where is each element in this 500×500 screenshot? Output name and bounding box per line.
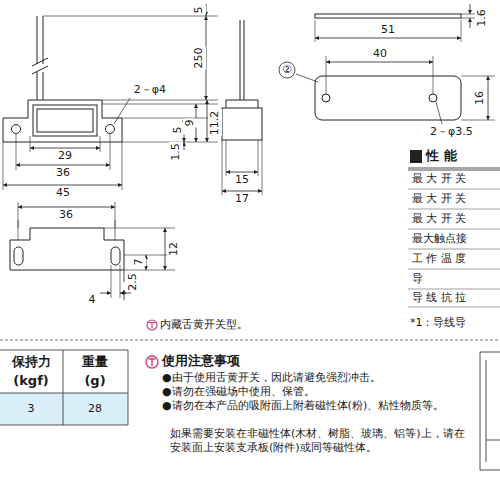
spec-row: 最大触点接 <box>412 232 467 246</box>
break-mark <box>32 58 48 74</box>
spec-row: 最 大 开 关 <box>412 172 467 186</box>
dimension-label: 2－φ3.5 <box>430 125 473 139</box>
dimension-label: 45 <box>55 186 71 200</box>
note-icon <box>146 320 158 368</box>
spec-row: 最 大 开 关 <box>412 212 467 226</box>
mount-slot <box>111 247 120 265</box>
spec-row: 导 线 抗 拉 <box>412 291 467 305</box>
mount-slot <box>14 247 23 265</box>
side-view <box>222 108 262 140</box>
mount-hole <box>106 125 115 134</box>
dimension-label: 内藏舌黄开关型。 <box>160 318 248 332</box>
spec-row: 最 大 开 关 <box>412 192 467 206</box>
dimension-label: 9 <box>183 119 197 128</box>
dimension-label: ② <box>282 63 292 77</box>
side-view <box>226 100 258 108</box>
dimension-label: 17 <box>234 192 250 206</box>
dimension-label: 使用注意事项 <box>162 354 240 368</box>
mount-hole <box>12 125 21 134</box>
spec-row: 导 <box>412 272 423 286</box>
dimension-label: 29 <box>57 149 73 163</box>
dimension-label: 1.5 <box>169 142 183 162</box>
dimension-label: 7 <box>132 258 146 267</box>
dimension-label: 40 <box>372 47 388 61</box>
spec-row: 性 能 <box>426 149 457 163</box>
dimension-label: 15 <box>234 173 250 187</box>
bottom-view <box>10 228 124 270</box>
usage-note: ●由于使用舌黄开关，因此请避免强烈冲击。 <box>162 371 381 385</box>
dimension-label: 5 <box>192 6 206 15</box>
table-cell: (g) <box>84 374 105 388</box>
dimension-label: 4 <box>88 293 97 307</box>
dimension-label: 36 <box>58 208 74 222</box>
usage-note: 如果需要安装在非磁性体(木材、树脂、玻璃、铝等)上，请在安装面上安装支承板(附件… <box>170 427 470 455</box>
dimension-label: 51 <box>380 23 396 37</box>
dimension-label: 11.2 <box>208 110 222 137</box>
dimension-label: 16 <box>473 90 487 106</box>
dimension-label: 1.6 <box>475 8 489 28</box>
spec-row: *1：导线导 <box>410 316 467 330</box>
table-cell: 保持力 <box>12 355 51 369</box>
lead-wire <box>240 20 244 100</box>
switch-body <box>3 100 122 142</box>
table-cell: 28 <box>88 402 102 416</box>
plate-hole <box>429 94 437 102</box>
dimension-label: 250 <box>192 47 206 70</box>
table-cell: 重量 <box>82 355 108 369</box>
dimension-label: 2－φ4 <box>134 83 166 97</box>
inner-slot <box>33 105 97 136</box>
dimension-label: 2.5 <box>126 272 140 292</box>
section-mark <box>410 150 422 163</box>
lead-wire <box>37 16 43 100</box>
inner-slot <box>37 109 93 132</box>
usage-note: ●请勿在本产品的吸附面上附着磁性体(粉)、粘性物质等。 <box>162 399 462 413</box>
plate-hole <box>322 94 330 102</box>
usage-note: ●请勿在强磁场中使用、保管。 <box>162 385 315 399</box>
spec-row: 工 作 温 度 <box>412 252 467 266</box>
dimension-label: 12 <box>167 241 181 257</box>
plate-side <box>315 14 461 18</box>
table-cell: (kgf) <box>13 374 49 388</box>
dimension-label: 36 <box>55 166 71 180</box>
table-cell: 3 <box>28 402 35 416</box>
